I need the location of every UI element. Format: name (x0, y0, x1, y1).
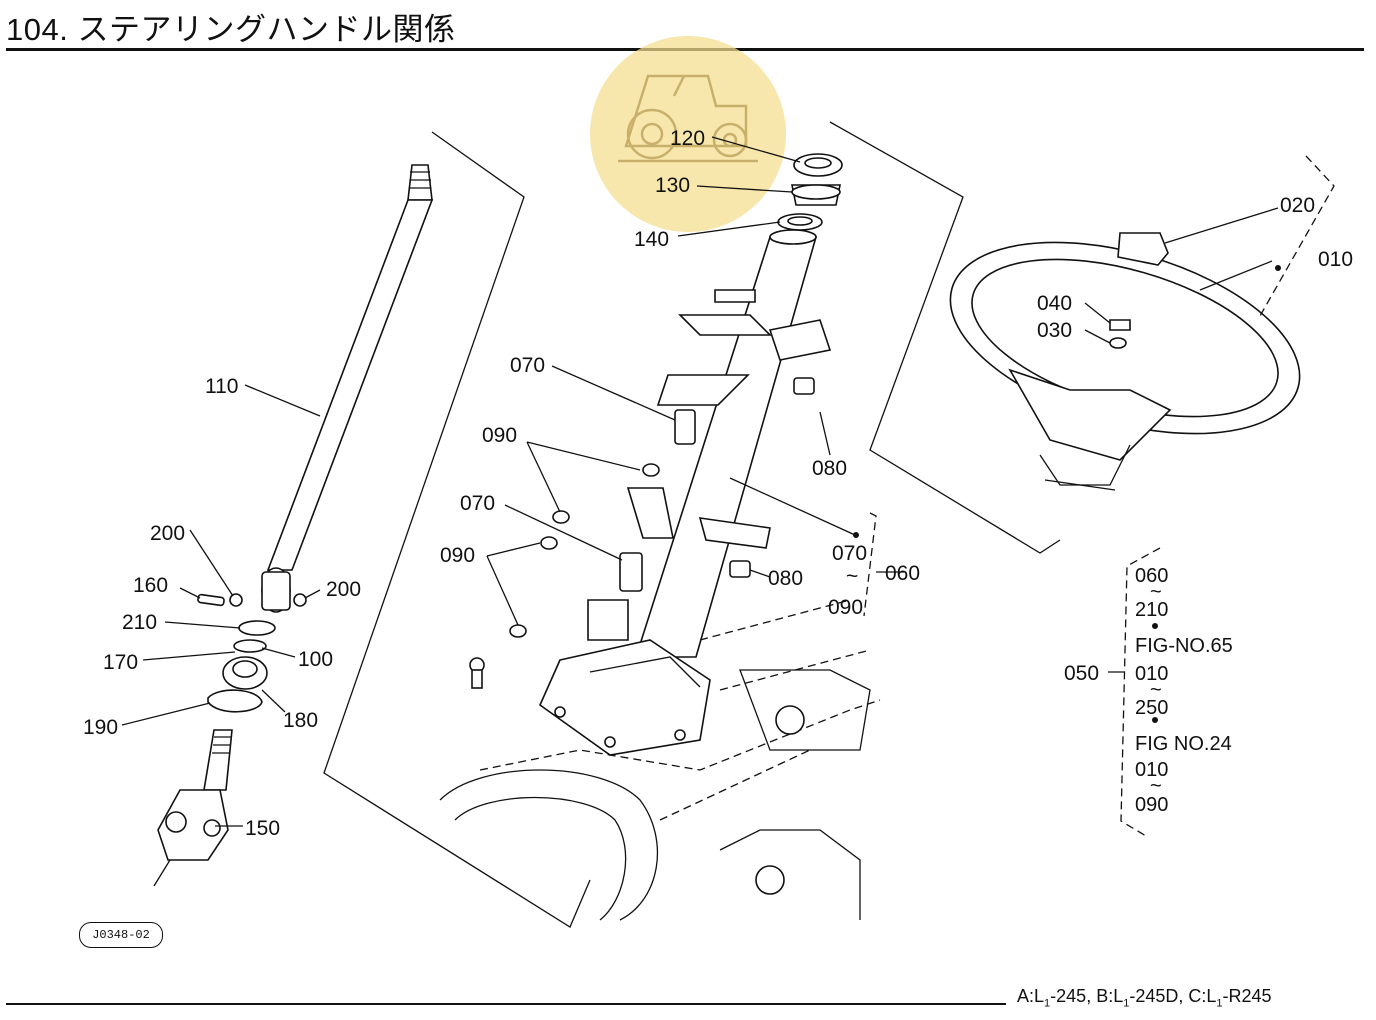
leader-lines (121, 136, 1279, 827)
dot-ref-2 (1152, 717, 1158, 723)
ref-line-7: 010 (1135, 759, 1168, 781)
universal-joint-150 (153, 729, 233, 887)
tilde-060: ~ (846, 565, 858, 588)
model-b: B:L1-245D (1096, 986, 1179, 1010)
pins-and-nuts (197, 593, 307, 713)
label-040: 040 (1037, 292, 1072, 315)
label-060: 060 (885, 562, 920, 585)
figure-code-badge: J0348-02 (79, 922, 163, 948)
ref-line-4: 010 (1135, 663, 1168, 685)
ref-line-5: 250 (1135, 697, 1168, 719)
bushings (469, 377, 815, 689)
label-180: 180 (283, 709, 318, 732)
label-200-a: 200 (150, 522, 185, 545)
model-c: C:L1-R245 (1188, 986, 1272, 1010)
ref-line-6: FIG NO.24 (1135, 733, 1232, 755)
dot-060 (853, 532, 859, 538)
label-120: 120 (670, 127, 705, 150)
tractor-housing-outline (439, 599, 881, 921)
model-a: A:L1-245 (1017, 986, 1087, 1010)
assembly-reference-050: 050 060 ~ 210 FIG-NO.65 010 ~ 250 FIG NO… (1064, 565, 1233, 816)
label-170: 170 (103, 651, 138, 674)
label-090-b: 090 (440, 544, 475, 567)
bracket-010 (1259, 155, 1335, 317)
ref-line-2: 210 (1135, 599, 1168, 621)
label-140: 140 (634, 228, 669, 251)
label-070-a: 070 (510, 354, 545, 377)
label-110: 110 (205, 375, 238, 398)
label-030: 030 (1037, 319, 1072, 342)
footer-rule (6, 1003, 1006, 1005)
steering-shaft-110 (261, 164, 434, 613)
column-base-plate (539, 639, 711, 756)
callout-labels: 120 130 140 020 010 040 030 070 080 090 … (83, 127, 1353, 840)
label-090-a: 090 (482, 424, 517, 447)
label-080-b: 080 (768, 567, 803, 590)
model-applicability: A:L1-245, B:L1-245D, C:L1-R245 (1017, 986, 1272, 1010)
steering-wheel-010 (949, 232, 1301, 491)
label-150: 150 (245, 817, 280, 840)
range-tilde-icon: ~ (1150, 679, 1162, 701)
ref-line-1: 060 (1135, 565, 1168, 587)
dot-ref-1 (1152, 623, 1158, 629)
tractor-logo-icon (590, 36, 786, 232)
label-190: 190 (83, 716, 118, 739)
label-070-b: 070 (460, 492, 495, 515)
ref-line-8: 090 (1135, 794, 1168, 816)
steering-column-tube (587, 229, 832, 658)
label-080-a: 080 (812, 457, 847, 480)
label-020: 020 (1280, 194, 1315, 217)
label-100: 100 (298, 648, 333, 671)
bracket-050 (1120, 547, 1161, 837)
page-title: 104. ステアリングハンドル関係 (6, 12, 456, 47)
label-210: 210 (122, 611, 157, 634)
bracket-060 (863, 512, 877, 617)
range-tilde-icon: ~ (1150, 581, 1162, 603)
label-010: 010 (1318, 248, 1353, 271)
label-090-c: 090 (828, 596, 863, 619)
label-160: 160 (133, 574, 168, 597)
ref-line-3: FIG-NO.65 (1135, 635, 1233, 657)
column-bearing-stack (777, 153, 843, 231)
label-070-c: 070 (832, 542, 867, 565)
frame-left (323, 131, 591, 928)
range-tilde-icon: ~ (1150, 775, 1162, 797)
dot-010 (1275, 265, 1281, 271)
frame-middle-right (829, 121, 1061, 554)
label-050: 050 (1064, 662, 1099, 685)
label-200-b: 200 (326, 578, 361, 601)
label-130: 130 (655, 174, 690, 197)
